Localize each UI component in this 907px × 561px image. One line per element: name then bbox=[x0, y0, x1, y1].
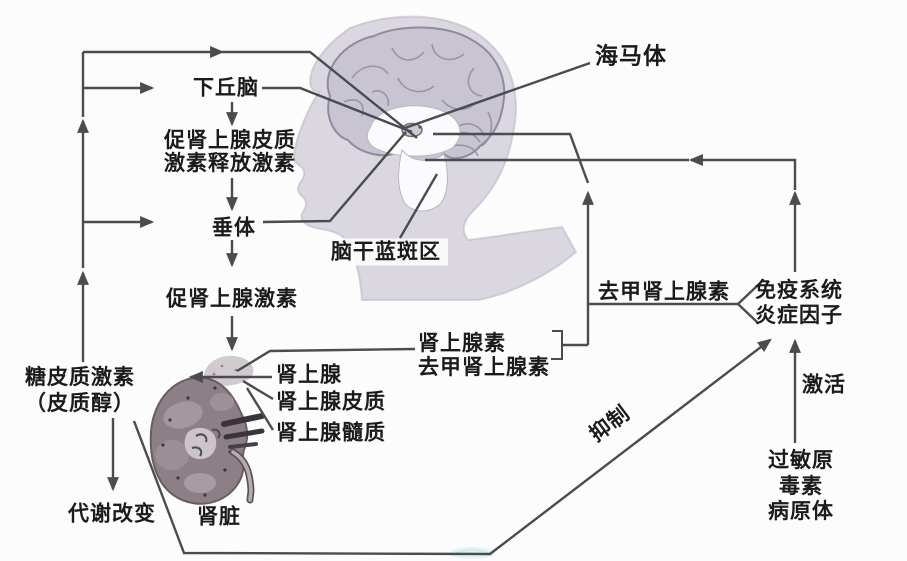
norepinephrine-to-immune-label: 去甲肾上腺素 bbox=[598, 279, 730, 304]
brain-center-dot bbox=[418, 125, 422, 129]
immune-label-line2: 炎症因子 bbox=[755, 303, 843, 327]
norepinephrine-label: 去甲肾上腺素 bbox=[418, 355, 550, 379]
feedback-branch-brain-cont bbox=[222, 50, 418, 139]
cortisol-label: （皮质醇） bbox=[25, 391, 135, 415]
kidney-label: 肾脏 bbox=[197, 504, 241, 529]
leader-pituitary bbox=[262, 132, 406, 224]
locus-coeruleus-label: 脑干蓝斑区 bbox=[324, 238, 448, 266]
kidney-illustration bbox=[149, 355, 265, 505]
pituitary-label: 垂体 bbox=[212, 215, 256, 240]
adrenal-medulla-label: 肾上腺髓质 bbox=[276, 420, 386, 445]
renal-vessels bbox=[221, 413, 265, 449]
toxin-label: 毒素 bbox=[779, 473, 823, 498]
adrenal-to-epinephrine-line bbox=[236, 347, 416, 373]
crh-label: 促肾上腺皮质 激素释放激素 bbox=[164, 129, 296, 175]
glucocorticoid-group-label: 糖皮质激素 （皮质醇） bbox=[25, 364, 135, 416]
stressor-group-label: 过敏原 毒素 病原体 bbox=[768, 448, 834, 525]
adrenal-speckle bbox=[212, 372, 216, 376]
epinephrine-group-label: 肾上腺素 去甲肾上腺素 bbox=[418, 331, 550, 379]
brainstem-output-line bbox=[433, 132, 590, 184]
metabolic-change-label: 代谢改变 bbox=[68, 501, 156, 526]
leader-adrenal-medulla bbox=[245, 387, 275, 431]
leader-hippocampus bbox=[401, 61, 591, 131]
connector-lines bbox=[77, 46, 801, 556]
hypothalamus-label: 下丘脑 bbox=[193, 75, 259, 100]
leader-hypothalamus bbox=[262, 86, 413, 134]
allergen-label: 过敏原 bbox=[768, 447, 834, 472]
adrenal-gland-shape bbox=[203, 355, 254, 386]
hippocampus-label: 海马体 bbox=[595, 43, 667, 69]
adrenal-speckle bbox=[234, 368, 238, 372]
crh-label-line1: 促肾上腺皮质 bbox=[164, 128, 296, 152]
adrenal-gland-label: 肾上腺 bbox=[276, 362, 342, 387]
acth-label: 促肾上腺激素 bbox=[166, 286, 298, 311]
immune-factors-label: 免疫系统 炎症因子 bbox=[755, 278, 843, 328]
glucocorticoid-label: 糖皮质激素 bbox=[25, 365, 135, 389]
adrenal-cortex-label: 肾上腺皮质 bbox=[276, 389, 386, 414]
leader-locus-coeruleus bbox=[398, 173, 439, 239]
crh-label-line2: 激素释放激素 bbox=[164, 151, 296, 175]
norepinephrine-immune-split-bottom bbox=[737, 303, 758, 323]
leader-adrenal-cortex bbox=[242, 379, 274, 401]
immune-label-line1: 免疫系统 bbox=[755, 278, 843, 302]
adrenal-speckle bbox=[220, 364, 224, 368]
norepinephrine-immune-split-top bbox=[737, 285, 758, 305]
epinephrine-label: 肾上腺素 bbox=[418, 331, 506, 355]
epinephrine-bracket bbox=[551, 330, 563, 360]
inhibition-path bbox=[132, 338, 772, 556]
activate-label: 激活 bbox=[802, 372, 846, 397]
ureter bbox=[229, 448, 255, 504]
immune-to-brain-line bbox=[688, 154, 797, 190]
pathogen-label: 病原体 bbox=[768, 498, 834, 523]
kidney-texture bbox=[155, 386, 234, 497]
